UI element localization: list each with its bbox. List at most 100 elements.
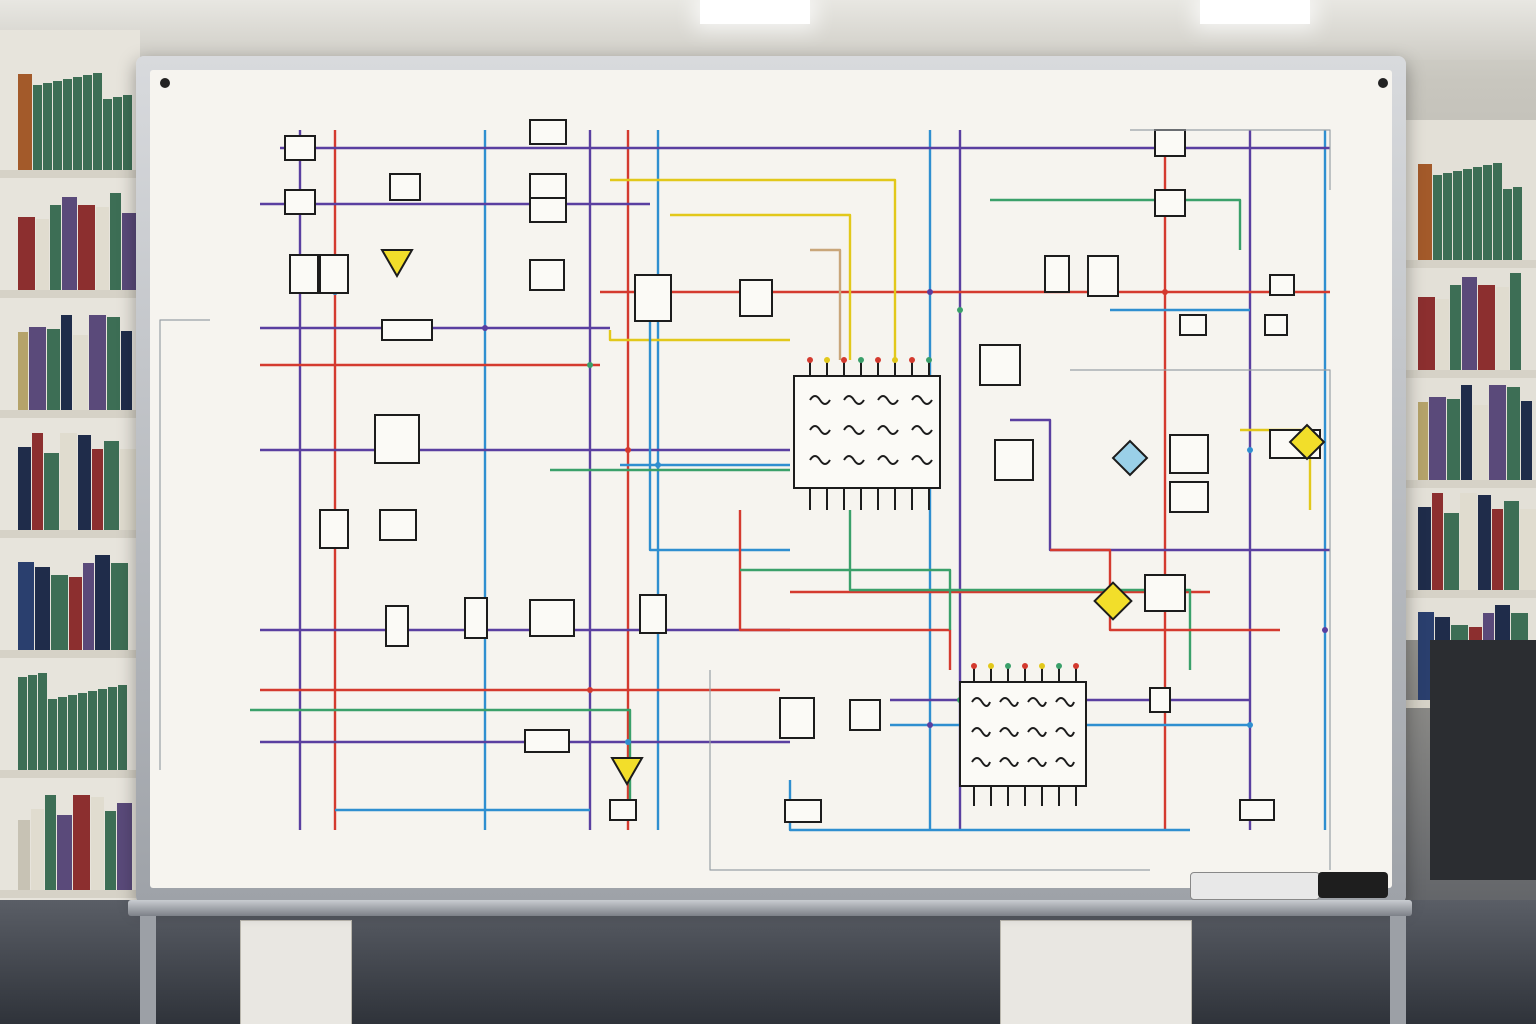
book-spine	[123, 95, 132, 170]
book-spine	[69, 577, 82, 650]
junction-dot	[909, 357, 915, 363]
book-spine	[18, 562, 34, 650]
book-spine	[92, 449, 103, 530]
book-spine	[1503, 189, 1512, 260]
book-spine	[104, 441, 119, 530]
magnet	[1378, 78, 1388, 88]
junction-dot	[858, 357, 864, 363]
component-block	[284, 135, 316, 161]
ic-glyph	[1027, 697, 1047, 707]
book-spine	[48, 699, 57, 770]
book-spine	[51, 575, 68, 650]
component-block	[1154, 129, 1186, 157]
ic-glyph	[1055, 697, 1075, 707]
book-spine	[83, 75, 92, 170]
book-spine	[47, 329, 60, 410]
shelf-board	[1400, 480, 1536, 488]
ic-glyph	[971, 727, 991, 737]
ic-glyph	[1055, 727, 1075, 737]
book-spine	[110, 193, 121, 290]
junction-dot	[587, 687, 593, 693]
wire	[670, 213, 852, 360]
book-spine	[111, 563, 128, 650]
book-spine	[31, 809, 44, 890]
wire	[1070, 369, 1331, 870]
book-spine	[62, 197, 77, 290]
book-spine	[83, 563, 94, 650]
book-spine	[103, 99, 112, 170]
junction-dot	[482, 325, 488, 331]
book-spine	[1460, 493, 1477, 590]
component-block	[793, 375, 941, 489]
book-spine	[98, 689, 107, 770]
book-spine	[18, 820, 30, 890]
warning-diamond	[1288, 423, 1326, 461]
component-block	[529, 173, 567, 199]
wire	[848, 510, 1192, 670]
sensor-icon	[1111, 439, 1149, 477]
component-block	[524, 729, 570, 753]
ic-glyph	[809, 425, 831, 435]
book-spine	[1418, 402, 1428, 480]
book-spine	[43, 83, 52, 170]
wire	[788, 780, 1190, 832]
wire	[159, 319, 210, 770]
ic-glyph	[809, 395, 831, 405]
component-block	[529, 119, 567, 145]
component-block	[1169, 481, 1209, 513]
wire	[1130, 129, 1331, 190]
book-spine	[73, 795, 90, 890]
book-spine	[1483, 165, 1492, 260]
component-block	[374, 414, 420, 464]
wire	[810, 248, 842, 360]
book-spine	[28, 675, 37, 770]
book-spine	[68, 695, 77, 770]
book-spine	[32, 433, 43, 530]
book-spine	[1461, 385, 1472, 480]
shelf-board	[1400, 370, 1536, 378]
ic-glyph	[999, 697, 1019, 707]
junction-dot	[587, 362, 593, 368]
book-spine	[1496, 287, 1509, 370]
book-spine	[91, 797, 104, 890]
ceiling-light	[700, 0, 810, 24]
component-block	[1149, 687, 1171, 713]
junction-dot	[1039, 663, 1045, 669]
shelf-board	[0, 890, 140, 898]
circuit-schematic	[159, 119, 1331, 871]
warning-triangle	[610, 757, 644, 787]
component-block	[979, 344, 1021, 386]
book-spine	[1443, 173, 1452, 260]
filing-cabinet	[1000, 920, 1192, 1024]
component-block	[849, 699, 881, 731]
wire	[648, 310, 790, 552]
book-spine	[113, 97, 122, 170]
shelf-board	[0, 290, 140, 298]
book-spine	[1433, 175, 1442, 260]
component-block	[529, 197, 567, 223]
eraser	[1190, 872, 1320, 900]
marker-tray	[128, 900, 1412, 916]
book-spine	[1493, 163, 1502, 260]
component-block	[389, 173, 421, 201]
shelf-board	[1400, 260, 1536, 268]
junction-dot	[625, 739, 631, 745]
ic-glyph	[1055, 757, 1075, 767]
component-block	[1239, 799, 1275, 821]
shelf-board	[0, 170, 140, 178]
junction-dot	[1162, 289, 1168, 295]
component-block	[319, 254, 349, 294]
component-block	[381, 319, 433, 341]
junction-dot	[1322, 627, 1328, 633]
book-spine	[73, 335, 88, 410]
junction-dot	[926, 357, 932, 363]
component-block	[289, 254, 319, 294]
book-spine	[29, 327, 46, 410]
book-spine	[121, 331, 132, 410]
junction-dot	[1005, 663, 1011, 669]
book-spine	[122, 213, 137, 290]
book-spine	[96, 207, 109, 290]
ceiling-light	[1200, 0, 1310, 24]
ic-glyph	[971, 757, 991, 767]
junction-dot	[892, 357, 898, 363]
